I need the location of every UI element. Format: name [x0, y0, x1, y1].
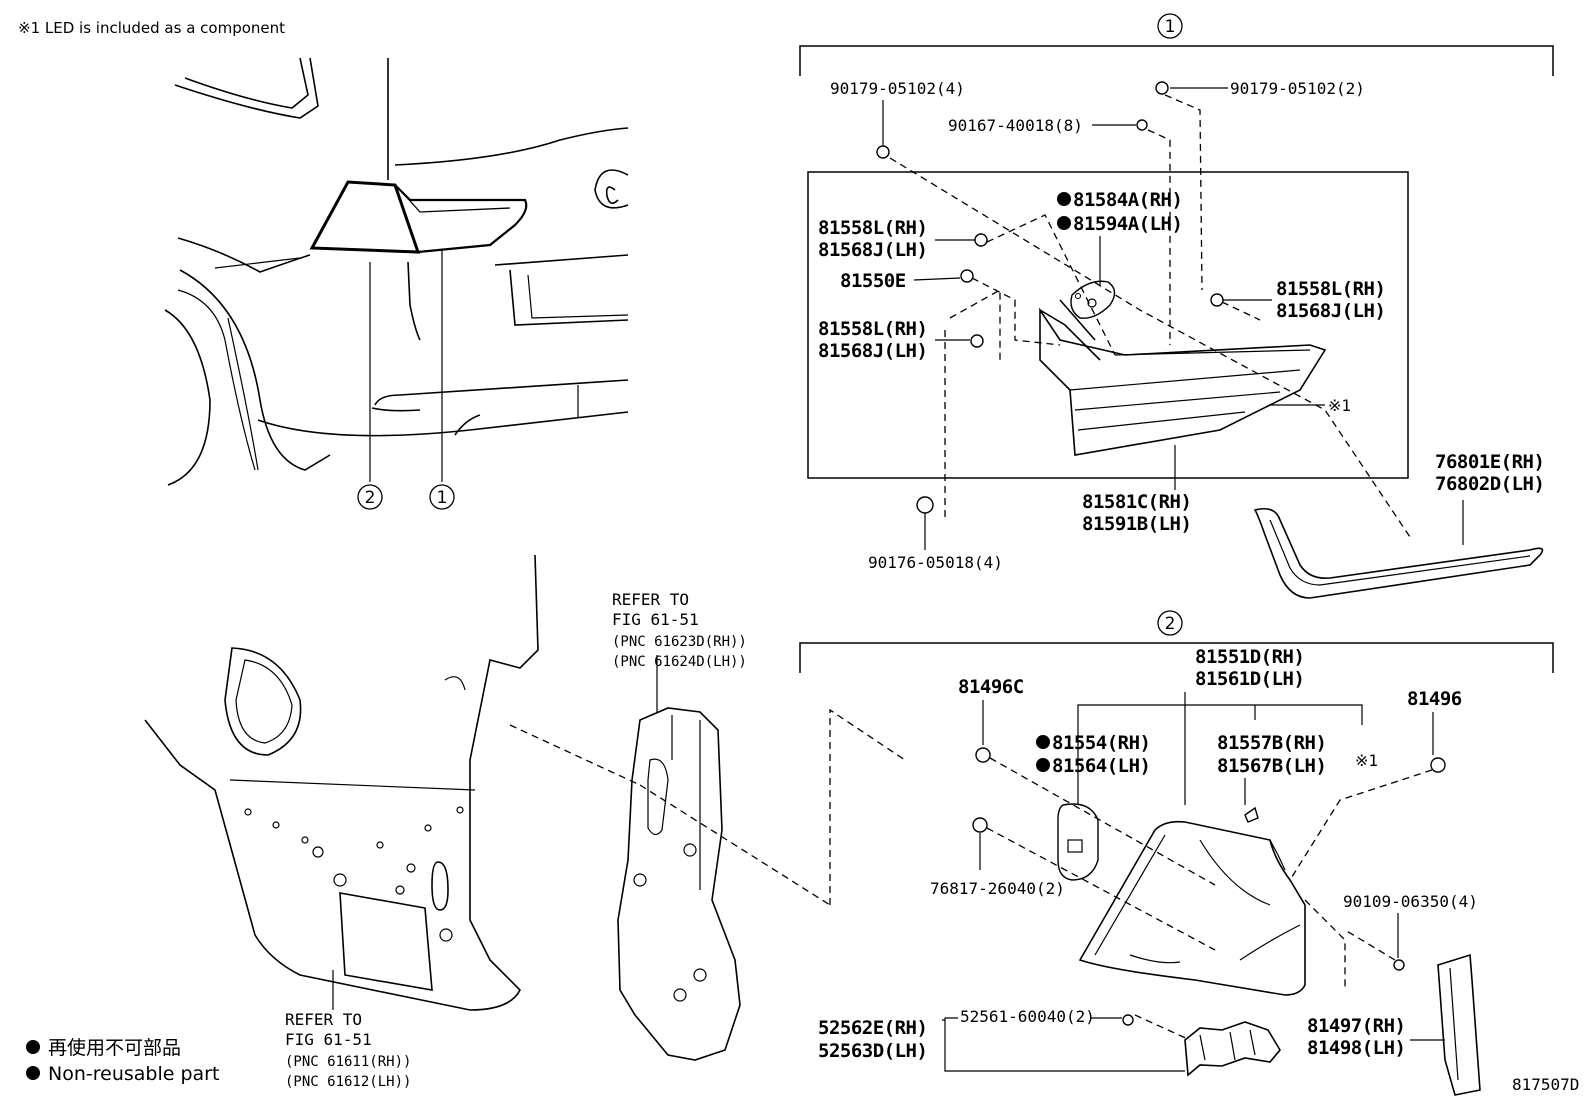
clip-81550e [960, 269, 974, 283]
non-reusable-dot-81584 [1057, 192, 1071, 206]
refer-to-61623-line1: REFER TO [612, 590, 689, 609]
non-reusable-dot-81564 [1036, 758, 1050, 772]
label-81554: 81554(RH) [1052, 732, 1150, 754]
label-81498: 81498(LH) [1307, 1037, 1405, 1059]
nut-90179-right [1155, 81, 1169, 95]
non-reusable-dot-81554 [1036, 735, 1050, 749]
refer-to-61611-line1: REFER TO [285, 1010, 362, 1029]
refer-to-61611-line4: (PNC 61612(LH)) [285, 1074, 411, 1090]
inner-lamp-81581 [1039, 299, 1327, 456]
nut-81558-a [974, 233, 988, 247]
label-81581c: 81581C(RH) [1082, 491, 1191, 513]
label-90176-05018: 90176-05018(4) [868, 553, 1003, 572]
non-reusable-dot-81594 [1057, 216, 1071, 230]
outer-lamp-81551 [1078, 820, 1306, 996]
gasket-81557b [1244, 806, 1259, 823]
label-81568j-a: 81568J(LH) [818, 239, 927, 261]
section-1-box [807, 171, 1409, 479]
rear-lamp-outline [309, 180, 528, 254]
label-76802d: 76802D(LH) [1435, 473, 1544, 495]
label-81568j-b: 81568J(LH) [1276, 300, 1385, 322]
label-81496c: 81496C [958, 676, 1024, 698]
label-81567b: 81567B(LH) [1217, 755, 1326, 777]
legend-en: Non-reusable part [48, 1063, 219, 1085]
led-mark-section-1: ※1 [1328, 396, 1351, 415]
label-90109-06350: 90109-06350(4) [1343, 892, 1478, 911]
label-52563d: 52563D(LH) [818, 1040, 927, 1062]
nut-90179-left [876, 145, 890, 159]
label-76801e: 76801E(RH) [1435, 451, 1544, 473]
moulding-76801 [1253, 507, 1544, 599]
label-81594a: 81594A(LH) [1073, 213, 1182, 235]
nut-81496 [1430, 757, 1446, 773]
label-81591b: 81591B(LH) [1082, 513, 1191, 535]
label-81550e: 81550E [840, 270, 906, 292]
label-81558l-b: 81558L(RH) [1276, 278, 1385, 300]
label-81558l-a: 81558L(RH) [818, 217, 927, 239]
nut-81558-b [1210, 293, 1224, 307]
label-81564: 81564(LH) [1052, 755, 1150, 777]
callout-2-car: 2 [365, 488, 376, 508]
section-2-callout: 2 [1165, 614, 1176, 634]
label-81496: 81496 [1407, 688, 1462, 710]
bracket-52562 [1184, 1021, 1281, 1077]
section-1-bracket [799, 45, 1554, 76]
callout-1-car: 1 [437, 488, 448, 508]
screw-90109 [1393, 959, 1405, 971]
legend-dot-en [26, 1066, 40, 1080]
led-mark-section-2: ※1 [1355, 751, 1378, 770]
label-52561-60040: 52561-60040(2) [960, 1007, 1095, 1026]
section-2-bracket [799, 642, 1554, 673]
label-81584a: 81584A(RH) [1073, 189, 1182, 211]
refer-to-61623-line4: (PNC 61624D(LH)) [612, 654, 747, 670]
label-81558l-c: 81558L(RH) [818, 318, 927, 340]
cover-81497 [1437, 953, 1481, 1096]
screw-90167 [1136, 119, 1148, 131]
label-81568j-c: 81568J(LH) [818, 340, 927, 362]
gasket-81554 [1057, 803, 1099, 881]
label-81561d: 81561D(LH) [1195, 668, 1304, 690]
body-panel-illustration [144, 554, 539, 1011]
gasket-81584 [1070, 280, 1116, 319]
bracket-panel-61623 [617, 707, 741, 1061]
figure-id: 817507D [1512, 1075, 1579, 1094]
refer-to-61611-line3: (PNC 61611(RH)) [285, 1054, 411, 1070]
legend-dot-jp [26, 1040, 40, 1054]
label-90167-40018: 90167-40018(8) [948, 116, 1083, 135]
clip-81496c [975, 747, 991, 763]
label-90179-05102-4: 90179-05102(4) [830, 79, 965, 98]
clip-76817 [972, 817, 988, 833]
nut-90176 [916, 496, 934, 514]
label-81551d: 81551D(RH) [1195, 646, 1304, 668]
car-rear-illustration [164, 57, 629, 486]
label-52562e: 52562E(RH) [818, 1017, 927, 1039]
legend-jp: 再使用不可部品 [48, 1037, 181, 1059]
refer-to-61611-line2: FIG 61-51 [285, 1030, 372, 1049]
nut-81558-c [970, 334, 984, 348]
label-90179-05102-2: 90179-05102(2) [1230, 79, 1365, 98]
label-81557b: 81557B(RH) [1217, 732, 1326, 754]
label-81497: 81497(RH) [1307, 1015, 1405, 1037]
label-76817-26040: 76817-26040(2) [930, 879, 1065, 898]
led-note: ※1 LED is included as a component [18, 19, 285, 37]
refer-to-61623-line2: FIG 61-51 [612, 610, 699, 629]
screw-52561 [1122, 1014, 1134, 1026]
section-1-callout: 1 [1165, 17, 1176, 37]
refer-to-61623-line3: (PNC 61623D(RH)) [612, 634, 747, 650]
